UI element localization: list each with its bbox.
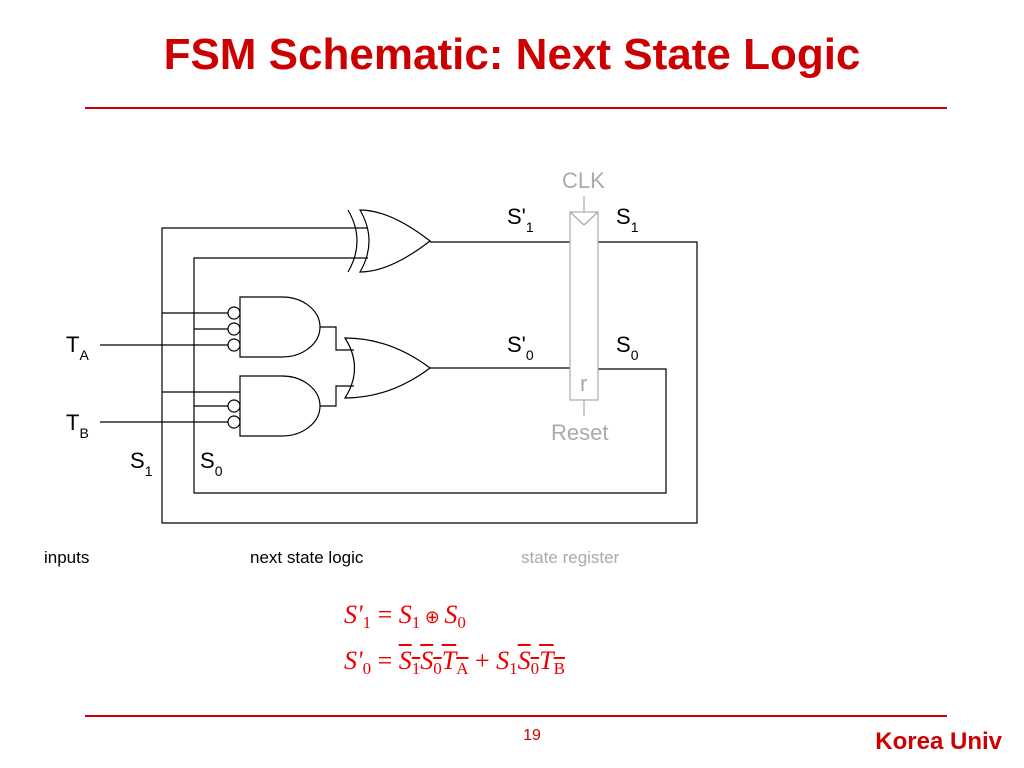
fsm-schematic: CLK Reset r S'1 S1 S'0 S0 TA TB S1 S0 bbox=[66, 168, 698, 524]
bubble-2 bbox=[227, 322, 241, 336]
state-1-label: S1 bbox=[616, 204, 639, 235]
bubble-1 bbox=[227, 306, 241, 320]
section-state-register-label: state register bbox=[521, 548, 620, 567]
page-number: 19 bbox=[523, 727, 541, 744]
or-gate bbox=[343, 337, 432, 399]
slide-title: FSM Schematic: Next State Logic bbox=[163, 30, 861, 79]
section-next-state-label: next state logic bbox=[250, 548, 364, 567]
equation-next-state-1: S'1 = S1 ⊕ S0 bbox=[344, 600, 466, 632]
bubble-5 bbox=[227, 415, 241, 429]
bubble-4 bbox=[227, 399, 241, 413]
state-0-label: S0 bbox=[616, 332, 639, 363]
and-gate-bottom bbox=[239, 375, 321, 437]
register-reset-pin: r bbox=[580, 371, 587, 396]
s1-feedback-wire bbox=[161, 227, 698, 524]
footer-brand: Korea Univ bbox=[875, 728, 1002, 755]
s0-feedback-wire bbox=[193, 257, 667, 494]
title-divider bbox=[85, 107, 947, 109]
feedback-s0-label: S0 bbox=[200, 448, 223, 479]
clk-label: CLK bbox=[562, 168, 605, 193]
equation-next-state-0: S'0 = S1S0TA + S1S0TB bbox=[344, 646, 565, 678]
footer-divider bbox=[85, 715, 947, 717]
next-state-1-label: S'1 bbox=[507, 204, 534, 235]
clock-triangle bbox=[569, 211, 599, 226]
bubble-3 bbox=[227, 338, 241, 352]
feedback-s1-label: S1 bbox=[130, 448, 153, 479]
input-tb-label: TB bbox=[66, 410, 89, 441]
xor-gate bbox=[347, 209, 358, 273]
and-gate-top bbox=[239, 296, 321, 358]
section-inputs-label: inputs bbox=[44, 548, 90, 567]
input-ta-label: TA bbox=[66, 332, 89, 363]
next-state-0-label: S'0 bbox=[507, 332, 534, 363]
reset-label: Reset bbox=[551, 420, 608, 445]
